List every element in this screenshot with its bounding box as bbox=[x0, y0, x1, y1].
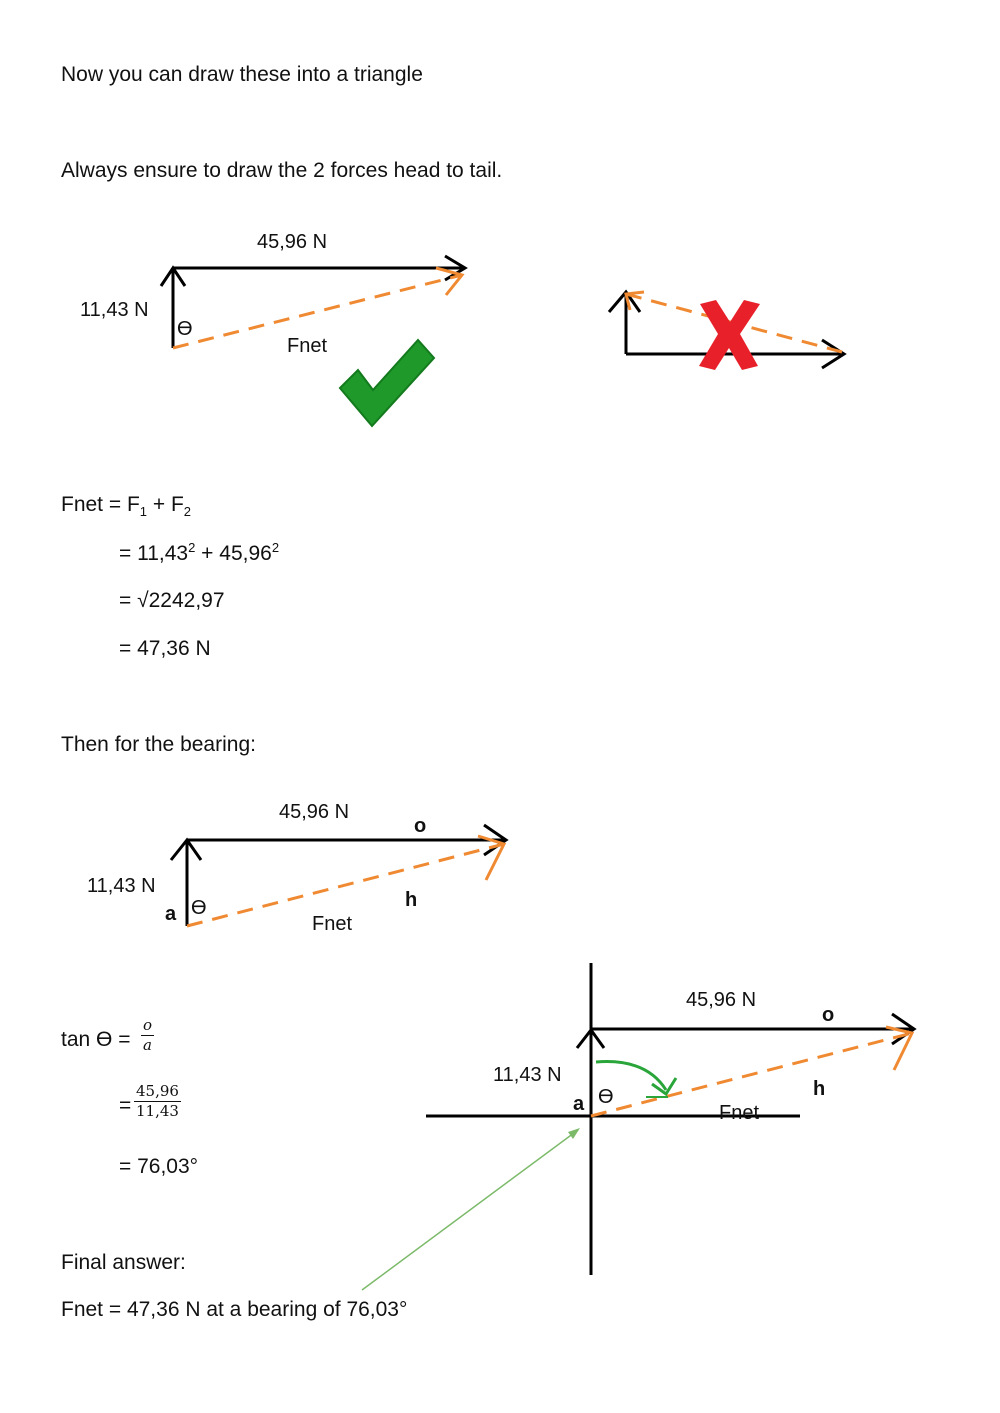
intro-line-1: Now you can draw these into a triangle bbox=[61, 63, 423, 86]
tan-denominator-value: 11,43 bbox=[136, 1102, 179, 1120]
side-force-label: 11,43 N bbox=[80, 299, 149, 321]
bearing-angle-label: ϴ bbox=[191, 897, 207, 919]
wrong-resultant-tail bbox=[624, 290, 645, 311]
wrong-horizontal-arrowhead bbox=[821, 338, 847, 370]
axes-adjacent-label: a bbox=[573, 1093, 585, 1115]
bearing-side-force-label: 11,43 N bbox=[87, 875, 156, 897]
axes-horizontal-arrowhead bbox=[891, 1012, 917, 1046]
correct-triangle: 45,96 N 11,43 N ϴ Fnet bbox=[80, 231, 468, 357]
angle-label: ϴ bbox=[177, 318, 193, 340]
axes-opposite-label: o bbox=[822, 1004, 834, 1026]
pointer-arrow bbox=[361, 1128, 580, 1291]
axes-resultant-label: Fnet bbox=[719, 1102, 759, 1124]
axes-resultant-arrowhead bbox=[885, 1025, 915, 1071]
check-mark-icon bbox=[338, 338, 436, 428]
step1-first-term: = 11,43 bbox=[119, 542, 189, 565]
superscript-1: 2 bbox=[188, 540, 196, 555]
bearing-resultant-vector bbox=[186, 842, 505, 928]
tan-result: = 76,03° bbox=[119, 1155, 199, 1178]
tan-equals: = bbox=[119, 1094, 132, 1117]
bearing-horizontal-arrowhead bbox=[483, 823, 509, 857]
resultant-label: Fnet bbox=[287, 335, 327, 357]
bearing-resultant-label: Fnet bbox=[312, 913, 352, 935]
top-force-label: 45,96 N bbox=[257, 231, 327, 253]
bearing-opposite-label: o bbox=[414, 815, 426, 837]
magnitude-equation: Fnet = F1 + F2 bbox=[61, 494, 191, 518]
axes-top-force-label: 45,96 N bbox=[686, 989, 756, 1011]
magnitude-lhs: Fnet = F bbox=[61, 493, 140, 516]
tan-denominator-a: a bbox=[143, 1036, 152, 1054]
superscript-2: 2 bbox=[271, 540, 280, 555]
final-heading: Final answer: bbox=[61, 1251, 186, 1274]
bearing-hypotenuse-label: h bbox=[405, 889, 417, 911]
subscript-2: 2 bbox=[183, 504, 192, 520]
resultant-arrowhead bbox=[435, 266, 465, 296]
bearing-adjacent-label: a bbox=[165, 903, 177, 925]
tan-fraction-symbolic: o a bbox=[141, 1016, 155, 1054]
magnitude-step-3: = 47,36 N bbox=[119, 637, 211, 660]
magnitude-step-1: = 11,432 + 45,962 bbox=[119, 541, 279, 564]
bearing-on-axes: 45,96 N o 11,43 N a ϴ h Fnet bbox=[426, 963, 917, 1275]
cross-mark-icon bbox=[699, 300, 760, 370]
axes-angle-label: ϴ bbox=[598, 1086, 614, 1108]
final-answer: Fnet = 47,36 N at a bearing of 76,03° bbox=[61, 1298, 408, 1321]
bearing-top-force-label: 45,96 N bbox=[279, 801, 349, 823]
wrong-vertical-arrowhead bbox=[607, 289, 642, 313]
bearing-angle-arc bbox=[595, 1060, 668, 1091]
intro-line-2: Always ensure to draw the 2 forces head … bbox=[61, 159, 503, 182]
bearing-resultant-arrowhead bbox=[477, 834, 507, 881]
axes-resultant-vector bbox=[590, 1031, 913, 1118]
axes-side-force-label: 11,43 N bbox=[493, 1064, 562, 1086]
bearing-angle-arc-arrowhead bbox=[651, 1077, 678, 1097]
magnitude-step-2: = √2242,97 bbox=[119, 589, 225, 612]
tan-numerator-o: o bbox=[141, 1016, 155, 1036]
magnitude-plus: + F bbox=[147, 493, 184, 516]
horizontal-arrowhead bbox=[444, 254, 468, 282]
tan-fraction-values: 45,96 11,43 bbox=[134, 1084, 181, 1119]
subscript-1: 1 bbox=[139, 504, 148, 520]
tan-numerator-value: 45,96 bbox=[134, 1082, 181, 1102]
bearing-triangle: 45,96 N o 11,43 N a ϴ h Fnet bbox=[87, 801, 509, 935]
bearing-heading: Then for the bearing: bbox=[61, 733, 256, 756]
step1-second-term: + 45,96 bbox=[195, 542, 272, 565]
axes-hypotenuse-label: h bbox=[813, 1078, 825, 1100]
tan-lhs: tan ϴ = bbox=[61, 1028, 131, 1051]
resultant-vector bbox=[172, 273, 463, 350]
